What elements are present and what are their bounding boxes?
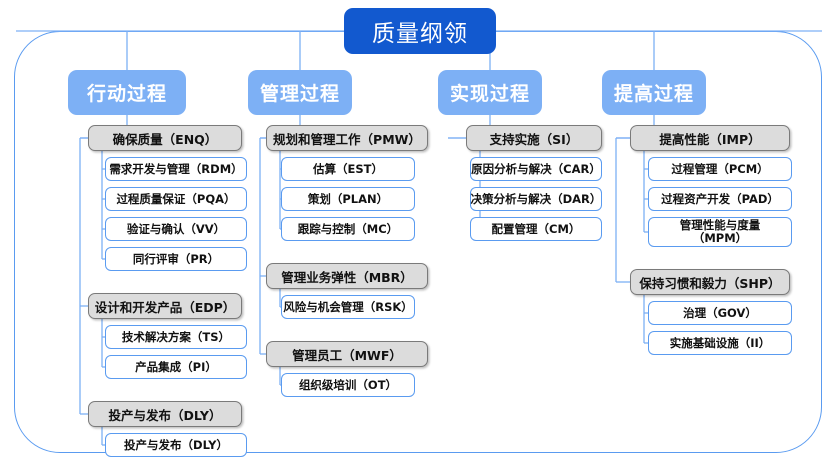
leaf-box[interactable]: 组织级培训（OT） <box>281 373 415 397</box>
leaf-box[interactable]: 决策分析与解决（DAR） <box>470 187 602 211</box>
leaf-box[interactable]: 治理（GOV） <box>648 301 792 325</box>
root-title: 质量纲领 <box>344 8 496 54</box>
group-box[interactable]: 管理业务弹性（MBR） <box>266 263 428 289</box>
leaf-box[interactable]: 过程质量保证（PQA） <box>105 187 247 211</box>
leaf-box[interactable]: 配置管理（CM） <box>470 217 602 241</box>
group-box[interactable]: 保持习惯和毅力（SHP） <box>630 269 790 295</box>
leaf-box[interactable]: 实施基础设施（II） <box>648 331 792 355</box>
leaf-box[interactable]: 估算（EST） <box>281 157 415 181</box>
leaf-box[interactable]: 验证与确认（VV） <box>105 217 247 241</box>
leaf-box[interactable]: 风险与机会管理（RSK） <box>281 295 415 319</box>
leaf-box[interactable]: 需求开发与管理（RDM） <box>105 157 247 181</box>
leaf-box[interactable]: 过程管理（PCM） <box>648 157 792 181</box>
group-box[interactable]: 管理员工（MWF） <box>266 341 428 367</box>
leaf-box[interactable]: 过程资产开发（PAD） <box>648 187 792 211</box>
leaf-box[interactable]: 原因分析与解决（CAR） <box>470 157 602 181</box>
group-box[interactable]: 确保质量（ENQ） <box>88 125 242 151</box>
group-box[interactable]: 提高性能（IMP） <box>630 125 790 151</box>
column-header-2[interactable]: 管理过程 <box>248 70 352 115</box>
leaf-box[interactable]: 管理性能与度量（MPM） <box>648 217 792 247</box>
group-box[interactable]: 设计和开发产品（EDP） <box>88 293 242 319</box>
column-header-1[interactable]: 行动过程 <box>68 70 186 115</box>
group-box[interactable]: 支持实施（SI） <box>466 125 602 151</box>
leaf-box[interactable]: 同行评审（PR） <box>105 247 247 271</box>
leaf-box[interactable]: 技术解决方案（TS） <box>105 325 247 349</box>
leaf-box[interactable]: 跟踪与控制（MC） <box>281 217 415 241</box>
column-header-3[interactable]: 实现过程 <box>438 70 542 115</box>
group-box[interactable]: 规划和管理工作（PMW） <box>266 125 428 151</box>
leaf-box[interactable]: 产品集成（PI） <box>105 355 247 379</box>
column-header-4[interactable]: 提高过程 <box>602 70 706 115</box>
leaf-box[interactable]: 策划（PLAN） <box>281 187 415 211</box>
leaf-box[interactable]: 投产与发布（DLY） <box>105 433 247 457</box>
group-box[interactable]: 投产与发布（DLY） <box>88 401 242 427</box>
